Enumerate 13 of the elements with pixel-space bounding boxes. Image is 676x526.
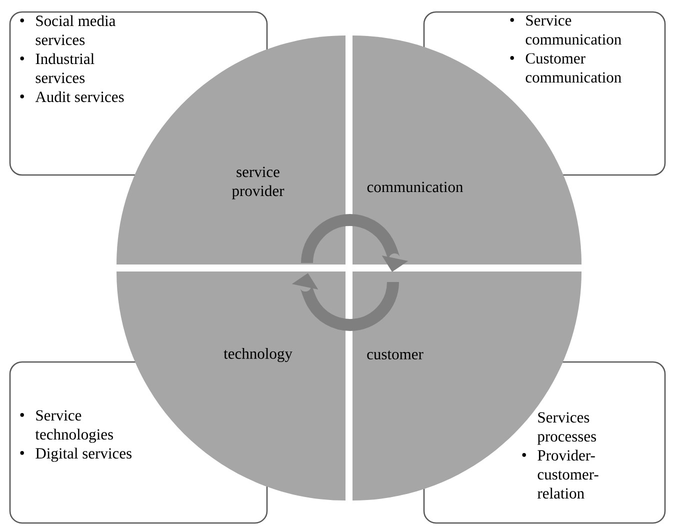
list-item: Service communication (526, 15, 622, 45)
list-item: Digital services (36, 448, 132, 462)
list-item: Social media services (36, 15, 116, 46)
quadrant-label: communication (367, 182, 463, 192)
list-item: Customer communication (526, 53, 622, 83)
quadrant-label: technology (224, 348, 292, 362)
list-item: Service technologies (35, 410, 113, 443)
quadrant-label: customer (367, 350, 424, 360)
list-item: Audit services (35, 91, 124, 102)
list-item: Provider-customer-relation (538, 450, 598, 499)
list-item: Industrial services (36, 53, 94, 84)
list-item: Services processes (537, 412, 596, 445)
quadrant-label: service provider (232, 166, 284, 200)
